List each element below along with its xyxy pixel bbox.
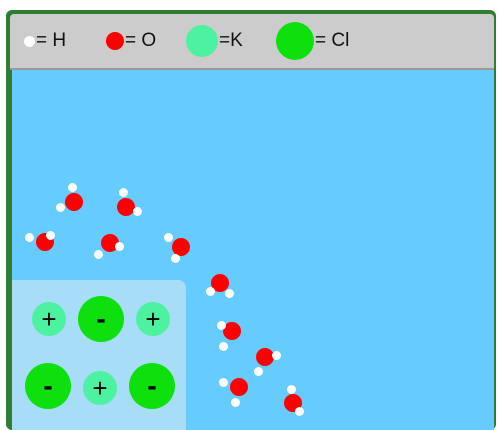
water-molecule[interactable] [212, 311, 252, 351]
chloride-ion[interactable]: - [25, 363, 71, 409]
hydrogen-atom [272, 351, 281, 360]
water-molecule[interactable] [25, 222, 65, 262]
chloride-ion[interactable]: - [129, 363, 175, 409]
hydrogen-atom [133, 207, 142, 216]
legend-chlorine: = Cl [276, 14, 349, 68]
potassium-ion[interactable]: + [83, 371, 117, 405]
hydrogen-atom [94, 250, 103, 259]
potassium-ion[interactable]: + [136, 302, 170, 336]
ion-charge: + [92, 372, 108, 403]
water-molecule[interactable] [273, 383, 313, 423]
ion-charge: - [43, 370, 53, 401]
hydrogen-atom [217, 321, 226, 330]
water-molecule[interactable] [54, 182, 94, 222]
hydrogen-icon [24, 35, 35, 47]
hydrogen-atom [219, 378, 228, 387]
chloride-ion[interactable]: - [78, 296, 124, 342]
water-molecule[interactable] [245, 337, 285, 377]
legend-hydrogen-label: = H [36, 30, 67, 51]
legend-oxygen-label: = O [125, 30, 157, 51]
hydrogen-atom [56, 203, 65, 212]
oxygen-atom [101, 234, 119, 252]
hydrogen-atom [25, 233, 34, 242]
oxygen-atom [223, 322, 241, 340]
legend-oxygen: = O [106, 14, 156, 68]
ion-charge: + [41, 303, 57, 334]
hydrogen-atom [171, 254, 180, 263]
chlorine-icon [276, 22, 314, 60]
legend-bar: = H = O =K = Cl [10, 14, 494, 70]
oxygen-atom [117, 198, 135, 216]
potassium-icon [186, 25, 218, 57]
hydrogen-atom [206, 287, 215, 296]
water-molecule[interactable] [90, 223, 130, 263]
hydrogen-atom [287, 385, 296, 394]
water-molecule[interactable] [106, 187, 146, 227]
hydrogen-atom [68, 183, 77, 192]
legend-chlorine-label: = Cl [315, 30, 350, 51]
hydrogen-atom [219, 342, 228, 351]
water-molecule[interactable] [161, 227, 201, 267]
water-molecule[interactable] [219, 367, 259, 407]
legend-potassium-label: =K [219, 30, 243, 51]
hydrogen-atom [231, 398, 240, 407]
ion-charge: - [96, 303, 106, 334]
hydrogen-atom [254, 367, 263, 376]
hydrogen-atom [225, 289, 234, 298]
hydrogen-atom [115, 242, 124, 251]
ion-charge: + [145, 303, 161, 334]
oxygen-atom [256, 348, 274, 366]
hydrogen-atom [46, 231, 55, 240]
hydrogen-atom [164, 233, 173, 242]
simulation-area: + - + - + - [12, 70, 494, 430]
oxygen-atom [211, 274, 229, 292]
oxygen-atom [172, 238, 190, 256]
hydrogen-atom [295, 407, 304, 416]
hydrogen-atom [119, 188, 128, 197]
legend-potassium: =K [186, 14, 243, 68]
water-molecule[interactable] [200, 263, 240, 303]
ion-charge: - [147, 370, 157, 401]
kcl-crystal-panel[interactable]: + - + - + - [12, 280, 186, 430]
oxygen-atom [65, 193, 83, 211]
potassium-ion[interactable]: + [32, 302, 66, 336]
legend-hydrogen: = H [24, 14, 66, 68]
oxygen-atom [230, 378, 248, 396]
oxygen-icon [106, 32, 124, 50]
